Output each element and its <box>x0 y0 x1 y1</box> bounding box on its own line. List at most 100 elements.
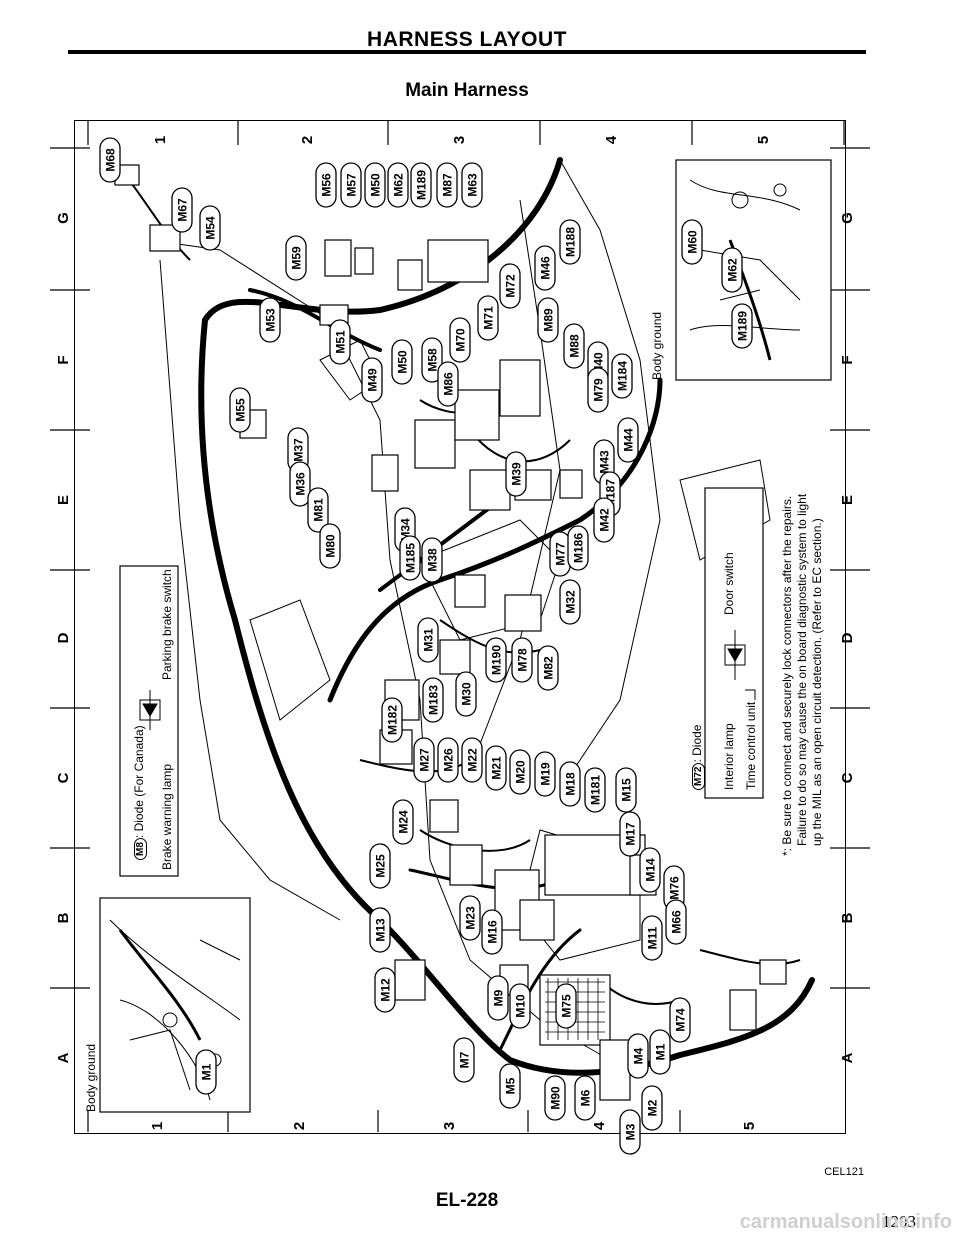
connector-tag: M12 <box>374 967 396 1013</box>
connector-tag: M56 <box>315 162 337 208</box>
grid-letter: C <box>839 772 856 783</box>
brake-warning-lamp-label: Brake warning lamp <box>160 763 174 870</box>
connector-tag: M67 <box>171 187 193 233</box>
svg-text:M27: M27 <box>418 748 432 772</box>
connector-tag: M55 <box>229 387 251 433</box>
svg-text:M5: M5 <box>504 1077 518 1094</box>
svg-text:M23: M23 <box>464 906 478 930</box>
connector-tag: M62 <box>387 162 409 208</box>
svg-text:M15: M15 <box>620 778 634 802</box>
connector-tag: M82 <box>537 645 559 691</box>
connector-tag: M189 <box>731 303 753 349</box>
connector-tag: M10 <box>509 983 531 1029</box>
inset-top-right <box>675 159 832 381</box>
svg-text:M86: M86 <box>442 372 456 396</box>
svg-text:M17: M17 <box>624 822 638 846</box>
connector-tag: M36 <box>289 461 311 507</box>
svg-text:M87: M87 <box>441 173 455 197</box>
connector-tag: M76 <box>663 865 685 911</box>
connector-tag: M6 <box>574 1075 596 1121</box>
connector-tag: M81 <box>307 487 329 533</box>
connector-tag: M11 <box>641 915 663 961</box>
grid-number: 5 <box>741 1122 758 1130</box>
svg-text:M20: M20 <box>514 760 528 784</box>
legend-diode-canada-title: M8: Diode (For Canada) <box>132 725 147 860</box>
connector-tag: M51 <box>329 319 351 365</box>
svg-text:M79: M79 <box>592 378 606 402</box>
svg-text:M82: M82 <box>542 656 556 680</box>
connector-tag: M53 <box>259 297 281 343</box>
legend-diode-title: M72: Diode <box>690 725 705 790</box>
svg-text:M50: M50 <box>396 350 410 374</box>
connector-tag: M4 <box>627 1033 649 1079</box>
svg-text:M185: M185 <box>404 543 418 573</box>
svg-text:M184: M184 <box>616 361 630 391</box>
connector-tag: M14 <box>639 847 661 893</box>
interior-lamp-label: Interior lamp <box>722 723 736 790</box>
grid-letter: E <box>55 495 72 505</box>
connector-tag: M58 <box>421 337 443 383</box>
svg-text:M183: M183 <box>427 685 441 715</box>
figure-code: CEL121 <box>824 1166 864 1178</box>
connector-tag: M60 <box>681 219 703 265</box>
svg-text:M90: M90 <box>549 1086 563 1110</box>
connector-tag: M9 <box>487 975 509 1021</box>
svg-text:M190: M190 <box>490 645 504 675</box>
connector-tag: M77 <box>549 531 571 577</box>
connector-tag: M66 <box>665 899 687 945</box>
connector-tag: M31 <box>417 617 439 663</box>
connector-tag: M74 <box>669 997 691 1043</box>
grid-letter: A <box>55 1052 72 1063</box>
connector-tag: M186 <box>567 525 589 571</box>
note-line-2: Failure to do so may cause the on board … <box>795 493 809 846</box>
svg-text:M13: M13 <box>374 918 388 942</box>
m72-tag: M72 <box>692 762 705 790</box>
note-line-3: up the MIL as an open circuit detection.… <box>810 518 824 846</box>
watermark: carmanualsonline.info <box>739 1211 952 1233</box>
grid-letter: B <box>55 912 72 923</box>
svg-text:M2: M2 <box>646 1099 660 1116</box>
m8-tag: M8 <box>134 838 147 860</box>
svg-text:M59: M59 <box>290 246 304 270</box>
svg-text:M50: M50 <box>369 173 383 197</box>
connector-tag: M189 <box>410 162 432 208</box>
connector-tag: M79 <box>587 367 609 413</box>
grid-number: 4 <box>603 135 620 144</box>
connector-tag: M21 <box>485 745 507 791</box>
svg-text:M80: M80 <box>324 534 338 558</box>
connector-tag: M49 <box>361 357 383 403</box>
svg-text:M32: M32 <box>564 590 578 614</box>
grid-number: 3 <box>441 1122 458 1130</box>
grid-number: 2 <box>291 1122 308 1130</box>
svg-text:M21: M21 <box>490 756 504 780</box>
svg-text:M71: M71 <box>482 306 496 330</box>
page-number: 1203 <box>882 1212 916 1231</box>
grid-letter: D <box>55 632 72 643</box>
svg-text:M18: M18 <box>564 772 578 796</box>
grid-letter: E <box>839 495 856 505</box>
connector-tag: M38 <box>421 537 443 583</box>
svg-text:M75: M75 <box>560 994 574 1018</box>
svg-text:M9: M9 <box>492 989 506 1006</box>
svg-text:M68: M68 <box>104 148 118 172</box>
connector-tag: M87 <box>436 162 458 208</box>
connector-tag: M27 <box>413 737 435 783</box>
svg-text:M78: M78 <box>516 648 530 672</box>
grid-letter: F <box>839 355 856 364</box>
svg-text:M62: M62 <box>392 173 406 197</box>
svg-text:M42: M42 <box>598 508 612 532</box>
svg-text:M26: M26 <box>442 748 456 772</box>
svg-text:M1: M1 <box>200 1063 214 1080</box>
connector-tag: M17 <box>619 811 641 857</box>
svg-text:M186: M186 <box>572 533 586 563</box>
grid-letter: G <box>839 212 856 224</box>
note-asterisk: * <box>780 851 794 856</box>
connector-tag: M39 <box>505 451 527 497</box>
svg-text:M63: M63 <box>466 173 480 197</box>
svg-text:M46: M46 <box>539 256 553 280</box>
connector-tag: M1 <box>649 1029 671 1075</box>
legend-boxes <box>119 487 764 877</box>
svg-text:M16: M16 <box>486 920 500 944</box>
connector-tag: M78 <box>511 637 533 683</box>
